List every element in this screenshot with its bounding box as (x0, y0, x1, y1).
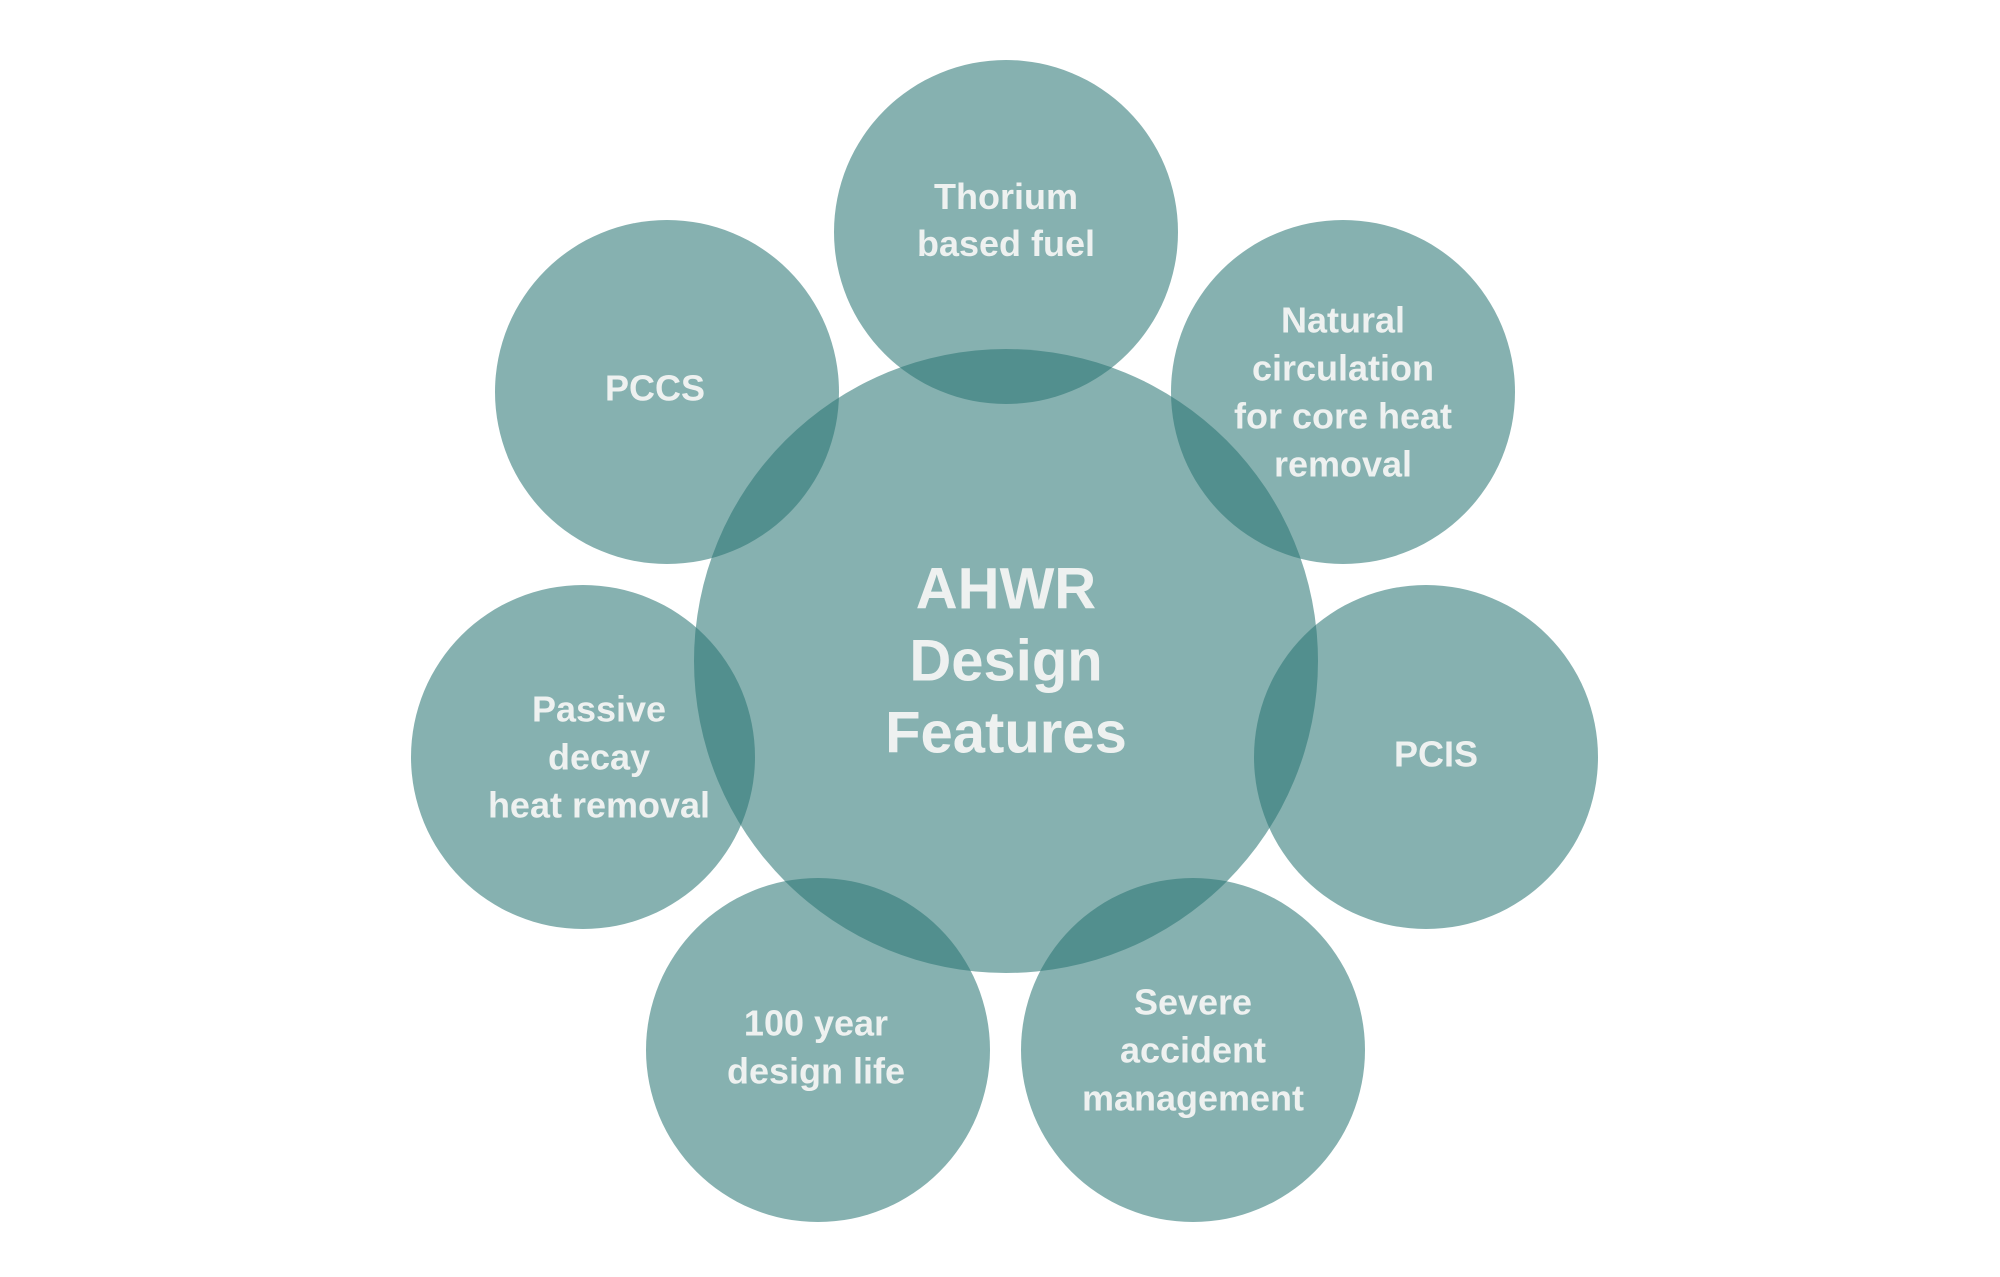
label-passive-decay: Passive decay heat removal (488, 689, 710, 826)
bubble-pcis (1254, 585, 1598, 929)
label-design-life: 100 year design life (727, 1003, 905, 1092)
label-severe-accident-line: Severe (1134, 982, 1252, 1023)
label-severe-accident-line: management (1082, 1078, 1304, 1119)
label-pcis: PCIS (1394, 734, 1478, 775)
bubble-design-life (646, 878, 990, 1222)
label-design-life-line: 100 year (744, 1003, 888, 1044)
bubble-natural-circulation (1171, 220, 1515, 564)
label-passive-decay-line: Passive (532, 689, 666, 730)
label-natural-circulation-line: Natural (1281, 300, 1405, 341)
label-pccs: PCCS (605, 368, 705, 409)
label-thorium: Thorium based fuel (917, 176, 1095, 264)
label-pcis-line: PCIS (1394, 734, 1478, 775)
label-thorium-line: Thorium (934, 176, 1078, 217)
center-label-line: Features (885, 701, 1127, 766)
label-severe-accident: Severe accident management (1082, 982, 1304, 1119)
label-thorium-line: based fuel (917, 223, 1095, 264)
label-natural-circulation-line: circulation (1252, 348, 1434, 389)
label-design-life-line: design life (727, 1051, 905, 1092)
center-label-line: Design (909, 629, 1102, 694)
center-bubble (694, 349, 1318, 973)
bubble-passive-decay (411, 585, 755, 929)
center-label-line: AHWR (916, 557, 1096, 622)
bubble-thorium (834, 60, 1178, 404)
label-natural-circulation-line: removal (1274, 444, 1412, 485)
bubble-severe-accident (1021, 878, 1365, 1222)
label-passive-decay-line: heat removal (488, 785, 710, 826)
label-natural-circulation-line: for core heat (1234, 396, 1452, 437)
label-natural-circulation: Natural circulation for core heat removal (1234, 300, 1452, 485)
bubble-pccs (495, 220, 839, 564)
label-pccs-line: PCCS (605, 368, 705, 409)
bubble-layer (411, 60, 1598, 1222)
label-severe-accident-line: accident (1120, 1030, 1266, 1071)
label-passive-decay-line: decay (548, 737, 650, 778)
